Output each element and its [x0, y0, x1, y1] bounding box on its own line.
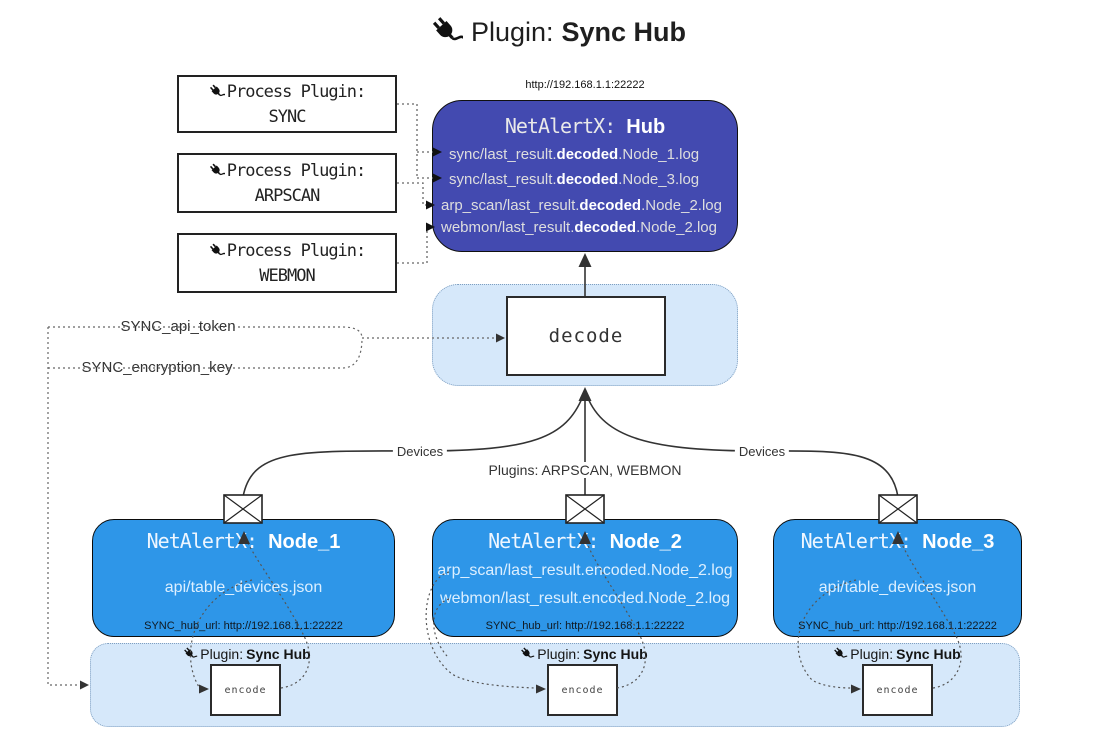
arrowhead-into-encode-container: [80, 680, 89, 690]
node-file-line: api/table_devices.json: [164, 579, 323, 596]
node-hub-url: SYNC_hub_url: http://192.168.1.1:22222: [798, 620, 997, 632]
encode-box: encode: [547, 664, 618, 716]
plug-icon: [520, 647, 534, 661]
sync-api-token-label: SYNC_api_token: [117, 318, 239, 335]
node-file-line: webmon/last_result.encoded.Node_2.log: [440, 590, 730, 607]
hub-row: sync/last_result.decoded.Node_1.log: [449, 146, 700, 163]
process-plugin-label: Process Plugin:: [226, 240, 367, 261]
node-title: NetAlertX: Node_1: [146, 529, 341, 553]
page-title: Plugin: Sync Hub: [0, 16, 1117, 48]
sync-encryption-key-label: SYNC_encryption_key: [78, 359, 236, 376]
plug-icon: [209, 84, 225, 100]
process-plugin-label: Process Plugin:: [226, 81, 367, 102]
plug-icon: [431, 16, 463, 48]
encode-box: encode: [862, 664, 933, 716]
node-box-node3: NetAlertX: Node_3 api/table_devices.json…: [773, 519, 1022, 637]
node-file-line: api/table_devices.json: [818, 579, 977, 596]
plugin-hub-dotted-edges: [397, 103, 434, 264]
encode-plugin-label: Plugin:Sync Hub: [183, 646, 311, 662]
encode-plugin-label: Plugin:Sync Hub: [520, 646, 648, 662]
decode-box: decode: [506, 296, 666, 376]
hub-row: webmon/last_result.decoded.Node_2.log: [441, 219, 717, 236]
plug-icon: [183, 647, 197, 661]
encode-plugin-label: Plugin:Sync Hub: [833, 646, 961, 662]
node-box-node2: NetAlertX: Node_2 arp_scan/last_result.e…: [432, 519, 738, 637]
process-plugin-box-sync: Process Plugin: SYNC: [177, 75, 397, 133]
process-plugin-box-webmon: Process Plugin: WEBMON: [177, 233, 397, 293]
hub-row: sync/last_result.decoded.Node_3.log: [449, 171, 700, 188]
arrowhead-up-to-decode: [578, 387, 592, 401]
hub-row: arp_scan/last_result.decoded.Node_2.log: [441, 197, 722, 214]
page-title-name: Sync Hub: [561, 16, 687, 47]
plug-icon: [209, 243, 225, 259]
node-title: NetAlertX: Node_2: [488, 529, 682, 553]
hub-title: NetAlertX: Hub: [433, 114, 737, 139]
arrowhead-up-to-hub: [578, 253, 592, 267]
node-title: NetAlertX: Node_3: [800, 529, 995, 553]
hub-box: NetAlertX: Hub sync/last_result.decoded.…: [432, 100, 738, 252]
page-title-prefix: Plugin:: [470, 16, 554, 47]
node-file-line: arp_scan/last_result.encoded.Node_2.log: [437, 562, 733, 579]
edge-label-plugins: Plugins: ARPSCAN, WEBMON: [484, 462, 686, 478]
plug-icon: [209, 163, 225, 179]
process-plugin-name: ARPSCAN: [254, 185, 321, 206]
edge-label-devices-left: Devices: [392, 444, 448, 459]
node-hub-url: SYNC_hub_url: http://192.168.1.1:22222: [485, 620, 685, 632]
process-plugin-label: Process Plugin:: [226, 160, 367, 181]
encode-box: encode: [210, 664, 281, 716]
process-plugin-name: SYNC: [268, 106, 307, 127]
hub-title-name: Hub: [626, 116, 666, 138]
edge-label-devices-right: Devices: [734, 444, 790, 459]
plug-icon: [833, 647, 847, 661]
node-box-node1: NetAlertX: Node_1 api/table_devices.json…: [92, 519, 395, 637]
hub-url-label: http://192.168.1.1:22222: [525, 79, 645, 91]
process-plugin-name: WEBMON: [259, 265, 315, 286]
node-hub-url: SYNC_hub_url: http://192.168.1.1:22222: [144, 620, 343, 632]
process-plugin-box-arpscan: Process Plugin: ARPSCAN: [177, 153, 397, 213]
hub-title-prefix: NetAlertX:: [504, 114, 627, 138]
